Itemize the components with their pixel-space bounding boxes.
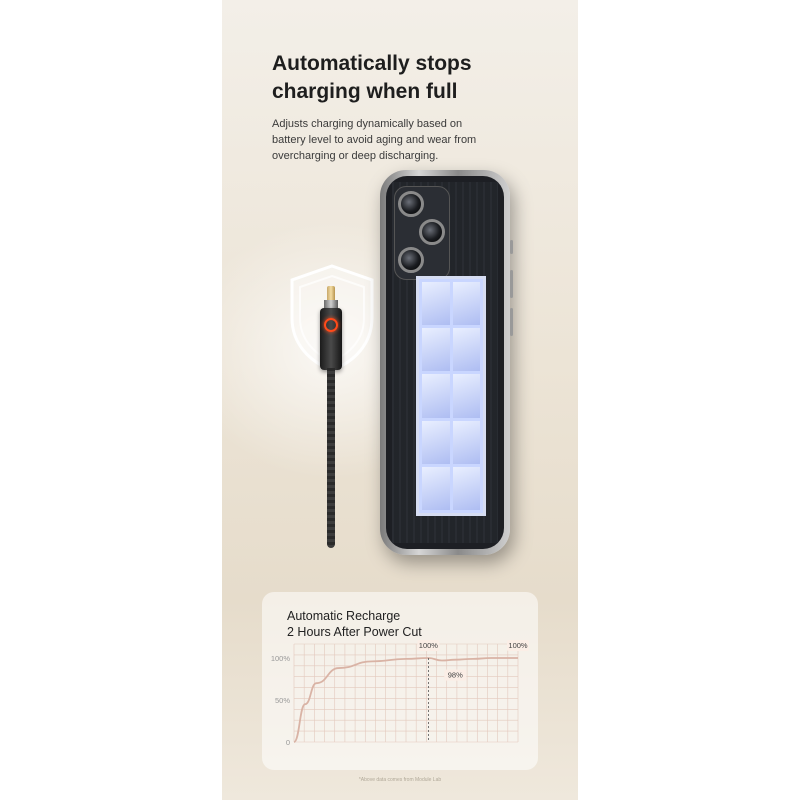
y-tick-label: 0 (286, 738, 290, 747)
description-line-3: overcharging or deep discharging. (272, 150, 439, 162)
battery-cell (452, 374, 480, 418)
camera-module (394, 186, 450, 280)
side-button (510, 308, 513, 336)
battery-cell (452, 328, 480, 372)
description-line-1: Adjusts charging dynamically based on (272, 118, 463, 130)
battery-cells (416, 276, 486, 516)
y-tick-label: 50% (275, 696, 290, 705)
annotation-label-bg (417, 640, 440, 651)
annotation-label-bg (444, 669, 467, 681)
recharge-chart-card: Automatic Recharge 2 Hours After Power C… (262, 592, 538, 770)
battery-cell (452, 466, 480, 510)
battery-cell (452, 282, 480, 326)
lightning-connector (327, 286, 335, 300)
headline: Automatically stops charging when full (272, 50, 562, 106)
camera-lens-icon (419, 219, 445, 245)
y-tick-label: 100% (271, 654, 291, 663)
side-button (510, 270, 513, 298)
connector-neck (324, 300, 338, 310)
headline-line-1: Automatically stops (272, 52, 472, 75)
product-panel: Automatically stops charging when full A… (222, 0, 578, 800)
annotation-label-bg (507, 640, 529, 651)
chart-title-line-1: Automatic Recharge (287, 609, 401, 623)
camera-lens-icon (398, 247, 424, 273)
transparent-phone (380, 170, 513, 555)
side-button (510, 240, 513, 254)
phone-internals (386, 176, 504, 549)
battery-cell (422, 466, 450, 510)
indicator-light-icon (324, 318, 338, 332)
annotation-label: 100% (419, 641, 439, 650)
headline-line-2: charging when full (272, 80, 458, 103)
annotation-label: 98% (448, 671, 463, 680)
battery-cell (422, 328, 450, 372)
footnote: *Above data comes from Module Lab (358, 777, 442, 783)
description-line-2: battery level to avoid aging and wear fr… (272, 134, 477, 146)
chart-title: Automatic Recharge 2 Hours After Power C… (287, 608, 422, 640)
recharge-line-chart: 100% 50% 0 100% 98% 100% (271, 640, 529, 747)
series-line (293, 657, 518, 743)
description: Adjusts charging dynamically based on ba… (272, 116, 522, 164)
camera-lens-icon (398, 191, 424, 217)
chart-title-line-2: 2 Hours After Power Cut (287, 625, 422, 639)
battery-cell (452, 420, 480, 464)
braided-wire (327, 368, 335, 548)
battery-cell (422, 374, 450, 418)
battery-cell (422, 282, 450, 326)
annotation-label: 100% (508, 641, 528, 650)
battery-cell (422, 420, 450, 464)
